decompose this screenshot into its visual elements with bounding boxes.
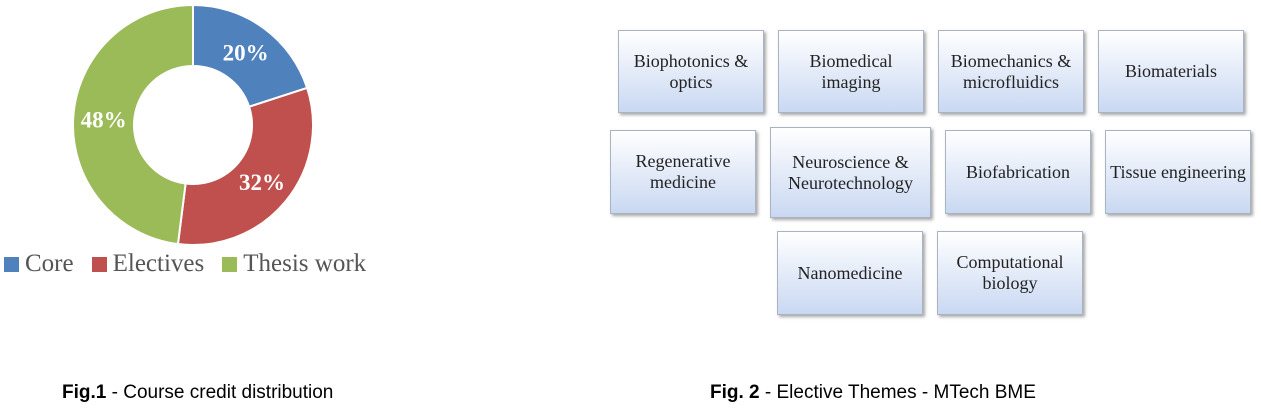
theme-box-regenerative-medicine: Regenerative medicine [610,130,756,214]
legend-label-electives: Electives [112,250,205,277]
slice-thesis [72,3,194,246]
legend-label-thesis: Thesis work [243,250,367,277]
theme-box-biofabrication: Biofabrication [945,130,1091,214]
theme-box-nanomedicine: Nanomedicine [777,231,923,315]
theme-box-biophotonics: Biophotonics & optics [618,30,764,113]
figure-1-label: Fig.1 [62,382,107,403]
legend-item-core: Core [4,250,74,278]
slice-core [192,3,309,109]
figure-1-caption: Fig.1 - Course credit distribution [62,382,333,404]
theme-box-biomechanics: Biomechanics & microfluidics [938,30,1084,113]
legend-swatch-thesis [222,256,238,272]
legend-swatch-electives [91,256,107,272]
legend-swatch-core [4,256,19,272]
donut-svg: 20% 32% 48% [72,3,314,246]
slice-electives [176,86,314,246]
slice-label-core: 20% [223,41,269,66]
theme-box-biomedical-imaging: Biomedical imaging [778,30,924,113]
theme-box-tissue-engineering: Tissue engineering [1105,130,1251,214]
legend-label-core: Core [25,250,74,277]
figure-2-caption: Fig. 2 - Elective Themes - MTech BME [710,382,1036,404]
figure-2-label: Fig. 2 [710,382,760,403]
theme-box-biomaterials: Biomaterials [1098,30,1244,113]
donut-chart: 20% 32% 48% Core Electives Thesis work [0,0,420,300]
slice-label-electives: 32% [239,170,285,195]
chart-legend: Core Electives Thesis work [4,250,366,278]
figure-2-text: - Elective Themes - MTech BME [759,382,1036,403]
figure-1-text: - Course credit distribution [106,382,334,403]
theme-box-neuroscience: Neuroscience & Neurotechnology [770,127,931,218]
theme-box-computational-biology: Computational biology [937,231,1083,315]
slice-label-thesis: 48% [81,107,127,132]
legend-item-thesis: Thesis work [222,250,366,278]
legend-item-electives: Electives [91,250,205,278]
